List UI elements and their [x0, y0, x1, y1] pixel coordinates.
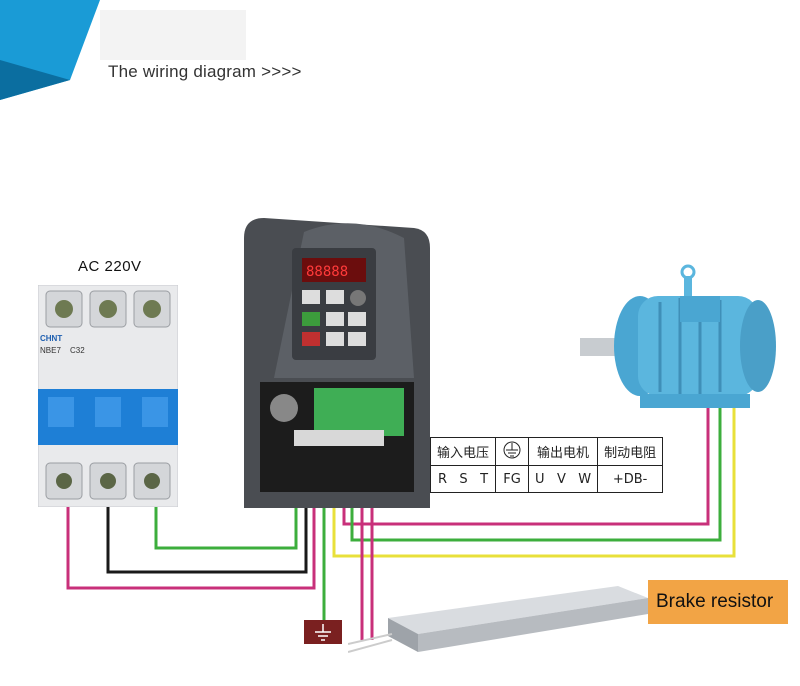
input-terminals: R S T [429, 465, 497, 493]
terminal-u: U [535, 471, 545, 487]
brake-resistor-label: Brake resistor [656, 591, 774, 612]
motor-icon [580, 264, 776, 408]
vfd-icon: 88888 [244, 218, 430, 508]
terminal-db: +DB- [597, 465, 664, 493]
terminal-r: R [437, 471, 448, 487]
header-output-motor: 输出电机 [528, 437, 599, 466]
header-input-voltage: 输入电压 [429, 437, 497, 466]
earth-ground-icon [315, 624, 331, 641]
breaker-rating: C32 [70, 346, 85, 355]
earth-ground-box [304, 620, 342, 644]
output-terminals: U V W [528, 465, 599, 493]
breaker-model: NBE7 [40, 346, 61, 355]
wire-black-l2 [106, 452, 308, 574]
power-source-label: AC 220V [78, 258, 142, 275]
terminal-v: V [556, 471, 566, 487]
brake-resistor-label-box [648, 580, 788, 624]
terminal-table: 输入电压 输出电机 制动电阻 R S T FG U V W +DB- [429, 437, 664, 493]
page-title: The wiring diagram >>>> [108, 62, 302, 81]
terminal-fg: FG [495, 465, 530, 493]
breaker-brand: CHNT [40, 334, 63, 343]
header-image-placeholder [100, 10, 246, 60]
terminal-s: S [459, 471, 468, 487]
terminal-t: T [480, 471, 489, 487]
header-brake-resistor: 制动电阻 [597, 437, 664, 466]
terminal-w: W [578, 471, 592, 487]
breaker-icon [38, 285, 178, 507]
header-banner [0, 0, 100, 100]
ground-header [495, 437, 530, 466]
svg-text:88888: 88888 [306, 264, 348, 280]
ground-symbol-icon [503, 441, 521, 458]
wire-magenta-l1 [66, 452, 316, 590]
brake-resistor-icon [348, 586, 648, 653]
